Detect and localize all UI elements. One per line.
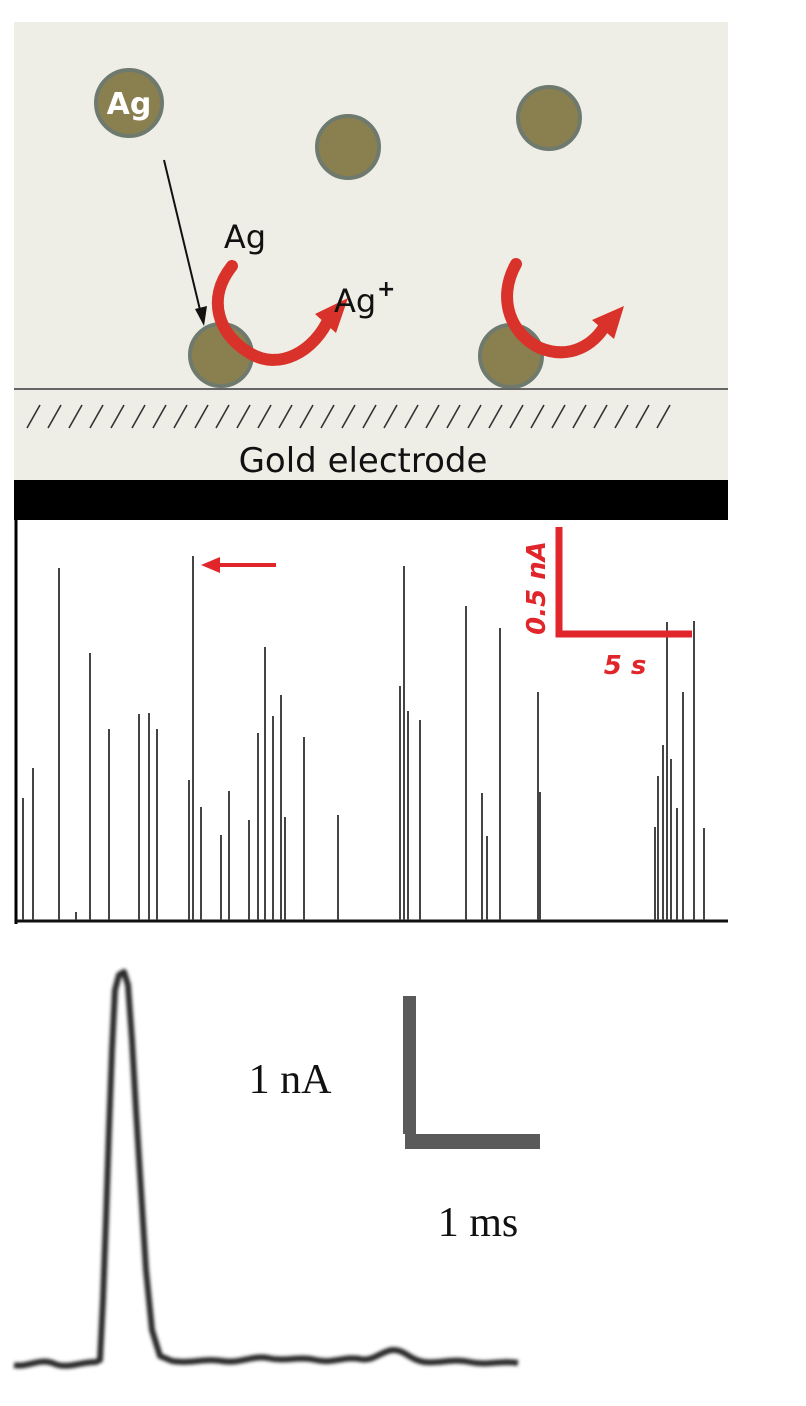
hatch-line (362, 404, 377, 429)
oxidation-arrow (501, 258, 612, 359)
hatch-line (320, 404, 335, 429)
electrode-hatching (26, 404, 671, 429)
hatch-line (572, 404, 587, 429)
hatch-line (110, 404, 125, 429)
trace-scale-time: 5 s (604, 651, 647, 681)
electrode-label: Gold electrode (239, 441, 488, 481)
hatch-line (467, 404, 482, 429)
hatch-line (593, 404, 608, 429)
silver-particle (516, 85, 582, 151)
hatch-line (404, 404, 419, 429)
transient-scale-time: 1 ms (438, 1200, 519, 1246)
diffusion-arrowhead (195, 306, 207, 326)
hatch-line (278, 404, 293, 429)
trace-scale-bar (555, 527, 692, 638)
hatch-line (68, 404, 83, 429)
hatch-line (530, 404, 545, 429)
hatch-line (26, 404, 41, 429)
transient-scale-horizontal (405, 1134, 540, 1149)
hatch-line (299, 404, 314, 429)
hatch-line (383, 404, 398, 429)
hatch-line (152, 404, 167, 429)
current-spikes (22, 556, 705, 920)
hatch-line (47, 404, 62, 429)
oxidation-arrowhead (592, 306, 624, 339)
hatch-line (131, 404, 146, 429)
hatch-line (551, 404, 566, 429)
hatch-line (341, 404, 356, 429)
transient-trace (13, 969, 519, 1369)
hatch-line (656, 404, 671, 429)
hatch-line (215, 404, 230, 429)
oxidation-arrowhead (315, 298, 348, 333)
hatch-line (425, 404, 440, 429)
schematic-panel: Ag Ag Ag + Gold electrode (14, 22, 728, 482)
particle-label: Ag (107, 87, 152, 122)
hatch-line (614, 404, 629, 429)
panel-divider-bar (14, 480, 728, 520)
trace-scale-current: 0.5 nA (522, 541, 552, 635)
hatch-line (635, 404, 650, 429)
trace-background (20, 520, 728, 922)
transient-scale-current: 1 nA (249, 1057, 333, 1103)
hatch-line (236, 404, 251, 429)
trace-panel: 0.5 nA 5 s (14, 520, 728, 924)
hatch-line (257, 404, 272, 429)
product-label: Ag (334, 282, 376, 320)
highlight-arrowhead (201, 557, 220, 573)
silver-particle (315, 114, 381, 180)
diffusion-arrow (163, 159, 202, 315)
transient-scale-vertical (403, 996, 416, 1134)
oxidation-arrow (211, 260, 336, 366)
hatch-line (446, 404, 461, 429)
hatch-line (194, 404, 209, 429)
silver-particle-on-electrode (478, 323, 544, 389)
silver-particle-labeled (94, 68, 164, 138)
hatch-line (89, 404, 104, 429)
hatch-line (488, 404, 503, 429)
transient-panel: 1 nA 1 ms (13, 969, 540, 1369)
hatch-line (173, 404, 188, 429)
product-charge: + (377, 277, 395, 302)
reactant-label: Ag (224, 218, 266, 256)
hatch-line (509, 404, 524, 429)
